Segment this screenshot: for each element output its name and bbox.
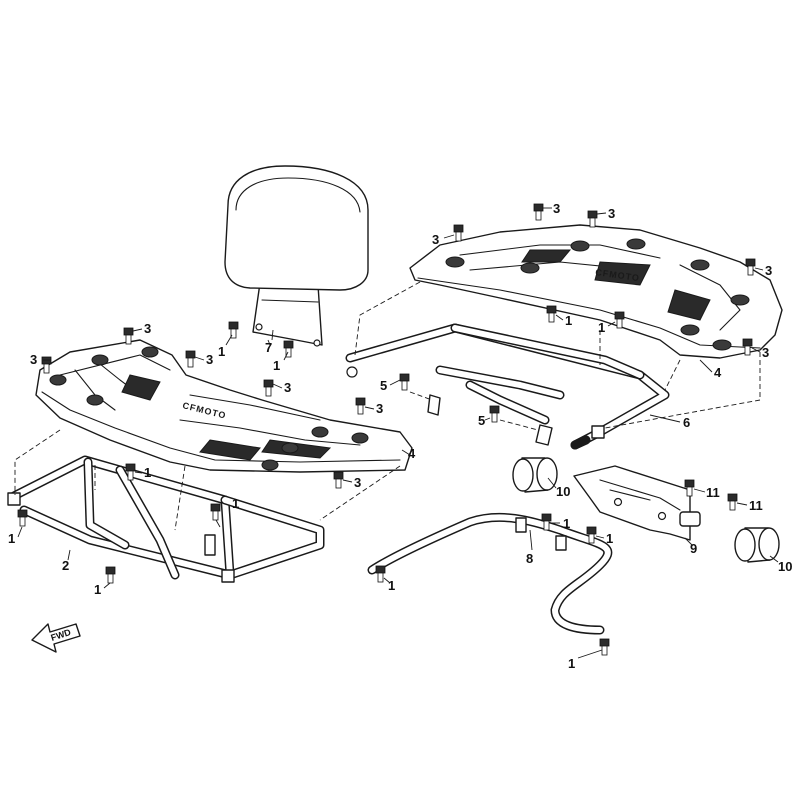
callout-lines <box>17 207 779 659</box>
bolt <box>614 311 625 329</box>
rear-rack-assembly: CFMOTO <box>409 224 783 359</box>
bolt <box>283 340 294 358</box>
callout-labels: 3 3 1 7 1 3 3 3 4 3 1 1 1 2 1 3 3 3 3 1 … <box>8 201 792 671</box>
spacer-right <box>734 527 780 563</box>
bolt <box>333 471 344 489</box>
callout-1-grab-bar-a: 1 <box>563 516 570 531</box>
callout-6-rear-frame: 6 <box>683 415 690 430</box>
callout-10-spacer-left: 10 <box>556 484 570 499</box>
bolt <box>533 203 544 221</box>
callout-7-backrest: 7 <box>265 340 272 355</box>
backrest-pad <box>224 165 369 291</box>
callout-1-rear-frame-b: 1 <box>598 320 605 335</box>
callout-1-backrest-right: 1 <box>273 358 280 373</box>
bolt <box>742 338 753 356</box>
callout-1-front-frame-bottom: 1 <box>94 582 101 597</box>
callout-3-rear-rack-right: 3 <box>765 263 772 278</box>
callout-3-front-rack-mid: 3 <box>206 352 213 367</box>
callout-9-bracket: 9 <box>690 541 697 556</box>
callout-10-spacer-right: 10 <box>778 559 792 574</box>
callout-3-rear-rack-top-b: 3 <box>608 206 615 221</box>
bolt <box>228 321 239 339</box>
bolt <box>399 373 410 391</box>
callout-1-rear-frame-a: 1 <box>565 313 572 328</box>
bolt <box>727 493 738 511</box>
callout-1-front-frame-right: 1 <box>232 496 239 511</box>
front-rack-frame <box>7 455 325 583</box>
callout-8-grab-bar: 8 <box>526 551 533 566</box>
bolt <box>185 350 196 368</box>
bolt <box>745 258 756 276</box>
bolt <box>489 405 500 423</box>
bolt <box>41 356 52 374</box>
callout-11-lower: 11 <box>749 498 763 513</box>
bolt <box>263 379 274 397</box>
forward-direction-arrow: FWD <box>31 623 81 653</box>
bolt <box>17 509 28 527</box>
bolt <box>105 566 116 584</box>
bolt <box>453 224 464 242</box>
mount-bracket <box>573 465 701 541</box>
callout-3-front-rack-top: 3 <box>144 321 151 336</box>
front-rack-assembly: CFMOTO <box>35 339 413 473</box>
callout-4-front-rack: 4 <box>408 446 416 461</box>
bolt <box>125 463 136 481</box>
callout-1-grab-bar-bottom: 1 <box>568 656 575 671</box>
bolt <box>586 526 597 544</box>
callout-3-front-rack-left: 3 <box>30 352 37 367</box>
callout-11-upper: 11 <box>706 485 720 500</box>
callout-2-front-frame: 2 <box>62 558 69 573</box>
callout-1-grab-bar-left: 1 <box>388 578 395 593</box>
backrest-bracket <box>252 282 323 346</box>
callout-3-front-rack-right: 3 <box>376 401 383 416</box>
bracket-body <box>573 465 691 541</box>
bolt <box>587 210 598 228</box>
bolt <box>541 513 552 531</box>
bolt <box>684 479 695 497</box>
callout-3-rear-rack-bottom: 3 <box>762 345 769 360</box>
callout-3-rear-rack-left: 3 <box>432 232 439 247</box>
spacer-left <box>512 457 558 493</box>
callout-1-grab-bar-b: 1 <box>606 531 613 546</box>
bolt <box>210 503 221 521</box>
grab-bar <box>367 512 613 635</box>
callout-3-rear-rack-top-a: 3 <box>553 201 560 216</box>
assembly-leaders <box>14 281 761 531</box>
callout-5-upper: 5 <box>380 378 387 393</box>
callout-4-rear-rack: 4 <box>714 365 722 380</box>
bolt <box>375 565 386 583</box>
callout-1-backrest-left: 1 <box>218 344 225 359</box>
bolt <box>546 305 557 323</box>
callout-3-front-rack-bottom: 3 <box>354 475 361 490</box>
callout-3-front-rack-center: 3 <box>284 380 291 395</box>
bolt <box>123 327 134 345</box>
bolt <box>599 638 610 656</box>
callout-1-front-frame-top: 1 <box>144 465 151 480</box>
bolt <box>355 397 366 415</box>
callout-1-front-frame-left: 1 <box>8 531 15 546</box>
backrest-assembly <box>224 165 369 347</box>
rear-rack-frame <box>345 323 670 450</box>
callout-5-lower: 5 <box>478 413 485 428</box>
